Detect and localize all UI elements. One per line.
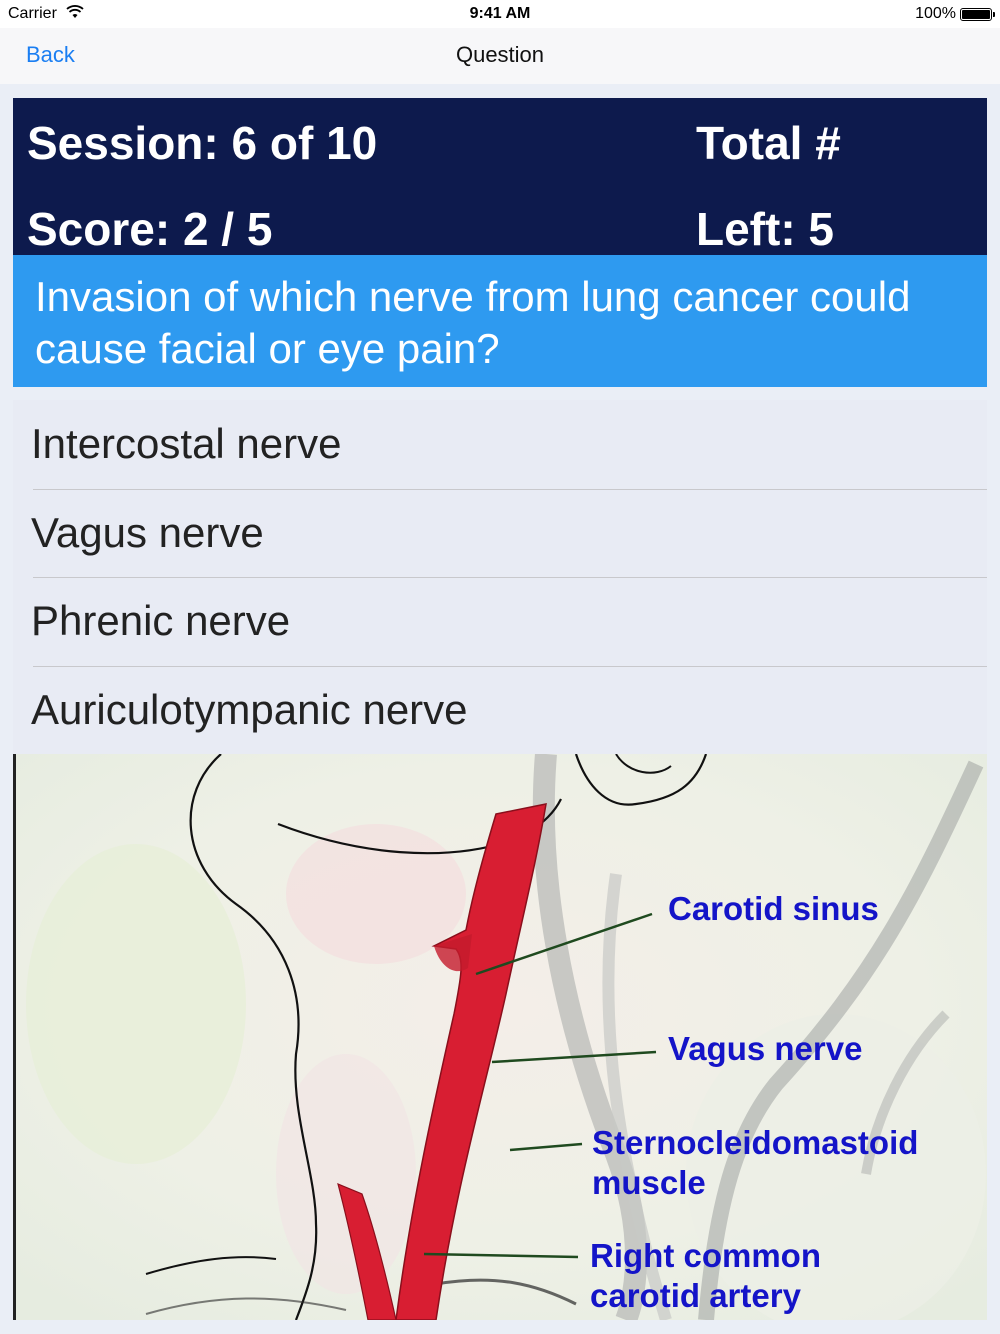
right-common-label: Right common (590, 1237, 821, 1274)
neck-anatomy-drawing (16, 754, 987, 1320)
status-bar: Carrier 9:41 AM 100% (0, 0, 1000, 28)
total-label: Total # (696, 117, 841, 169)
question-text: Invasion of which nerve from lung cancer… (13, 255, 987, 387)
clock: 9:41 AM (469, 5, 531, 22)
answer-list: Intercostal nerve Vagus nerve Phrenic ne… (13, 400, 987, 754)
score-counter: Score: 2 / 5 (27, 203, 273, 255)
remaining-counter: Left: 5 (696, 203, 834, 255)
session-counter: Session: 6 of 10 (27, 117, 378, 169)
carotid-artery-label: carotid artery (590, 1277, 801, 1314)
sternocleidomastoid-label: Sternocleidomastoid (592, 1124, 919, 1161)
battery-icon (960, 8, 995, 21)
score-panel: Session: 6 of 10 Score: 2 / 5 Total # Le… (13, 98, 987, 255)
answer-option[interactable]: Phrenic nerve (13, 577, 987, 666)
back-button[interactable]: Back (26, 42, 75, 67)
battery-percent: 100% (915, 5, 956, 22)
answer-option[interactable]: Intercostal nerve (31, 420, 342, 467)
navigation-bar: Back Question (0, 28, 1000, 84)
anatomy-illustration: Carotid sinus Vagus nerve Sternocleidoma… (13, 754, 987, 1320)
muscle-label: muscle (592, 1164, 706, 1201)
page-title: Question (455, 42, 545, 67)
carotid-sinus-label: Carotid sinus (668, 890, 879, 927)
vagus-nerve-label: Vagus nerve (668, 1030, 863, 1067)
wifi-icon (66, 5, 84, 18)
answer-option[interactable]: Auriculotympanic nerve (13, 665, 987, 755)
answer-option[interactable]: Vagus nerve (13, 488, 987, 578)
carrier-label: Carrier (8, 5, 57, 22)
